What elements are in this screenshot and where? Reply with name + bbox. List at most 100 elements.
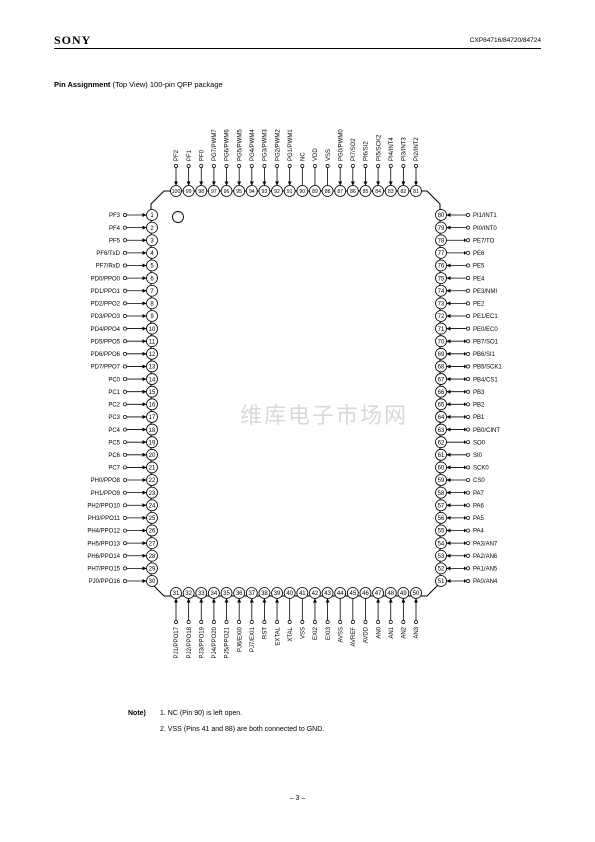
pin-number: 15: [149, 390, 156, 396]
pin-terminal: [325, 620, 330, 624]
pin-number: 75: [438, 276, 445, 282]
pin-arrow-out: [464, 440, 467, 445]
pin-number: 9: [150, 314, 154, 320]
pin-number: 61: [438, 453, 445, 459]
pin-terminal: [312, 164, 317, 168]
pin-terminal: [123, 225, 127, 230]
pin-terminal: [199, 620, 204, 624]
pin-number: 81: [413, 189, 419, 195]
pin-terminal: [466, 452, 470, 457]
pin-number-circle: [321, 587, 334, 599]
pin-label: PF7/RxD: [96, 264, 121, 270]
pin-label: PA0/AN4: [473, 579, 498, 585]
pin-arrow: [262, 181, 267, 186]
pin-arrow: [388, 598, 393, 603]
pin-terminal: [287, 620, 292, 624]
pin-label: PI1/INT1: [473, 213, 497, 219]
pin-number-circle: [435, 246, 447, 259]
pin-label: PB0/CINT: [473, 428, 500, 434]
pin-arrow: [211, 598, 216, 603]
pin-number-circle: [435, 284, 447, 297]
pin-terminal: [466, 566, 470, 571]
pin-arrow-out: [464, 566, 467, 571]
pin-arrow: [142, 389, 147, 394]
pin-number-circle: [146, 423, 158, 436]
pin-number-circle: [146, 411, 158, 423]
pin-terminal: [123, 515, 127, 520]
pin-arrow: [414, 181, 418, 186]
pin-terminal: [123, 326, 127, 331]
pin1-marker: [172, 211, 184, 223]
pin-terminal: [123, 288, 127, 293]
pin-label: PC5: [108, 440, 120, 446]
pin-number: 45: [349, 591, 356, 597]
pin-terminal: [466, 541, 470, 546]
pin-terminal: [123, 528, 127, 533]
pin-arrow: [142, 351, 147, 356]
pin-label: PD6/PPO6: [91, 352, 121, 358]
pin-number: 69: [438, 352, 445, 358]
pin-terminal: [237, 620, 242, 624]
pin-number-circle: [397, 185, 410, 197]
pin-number: 37: [248, 591, 255, 597]
pin-number-circle: [146, 310, 158, 322]
pin-terminal: [224, 164, 229, 168]
pin-number: 94: [249, 189, 255, 195]
pin-label: PG5/PWM5: [237, 129, 243, 161]
pin-terminal: [401, 620, 406, 624]
pin-label: PF4: [109, 226, 121, 232]
pin-arrow: [446, 263, 451, 268]
pin-number: 70: [438, 339, 445, 345]
pin-number: 28: [149, 554, 156, 560]
pin-number: 82: [400, 189, 406, 195]
pin-number: 20: [149, 453, 156, 459]
pin-number: 23: [149, 491, 156, 497]
pin-arrow: [446, 213, 451, 217]
pin-label: PA5: [473, 516, 485, 522]
pin-label: PI5/SCK2: [376, 134, 382, 161]
pin-number: 87: [337, 189, 343, 195]
pin-arrow: [199, 181, 204, 186]
pin-terminal: [388, 620, 393, 624]
pin-label: PH2/PPO10: [87, 503, 120, 509]
pin-number: 76: [438, 264, 445, 270]
pin-number-circle: [146, 284, 158, 297]
pin-arrow: [446, 351, 451, 356]
pin-number-circle: [346, 185, 359, 197]
pin-label: PF3: [109, 213, 121, 219]
pin-arrow: [142, 339, 147, 344]
pin-label: PD7/PPO7: [91, 365, 121, 371]
pin-number-circle: [435, 448, 447, 461]
pin-number-circle: [146, 221, 158, 234]
pin-arrow: [142, 213, 147, 217]
pin-number: 24: [149, 503, 156, 509]
pin-number-circle: [435, 549, 447, 562]
pin-number-circle: [334, 185, 347, 197]
pin-label: PA1/AN5: [473, 567, 498, 573]
note-2-text: 2. VSS (Pins 41 and 88) are both connect…: [160, 726, 325, 733]
pin-label: VSS: [301, 627, 307, 639]
pin-number-circle: [309, 185, 321, 197]
pin-terminal: [466, 276, 470, 281]
pin-label: PI6/SI2: [364, 141, 370, 161]
pin-arrow-out: [464, 515, 467, 520]
pin-number-circle: [271, 587, 283, 599]
pin-arrow-out: [464, 364, 467, 369]
page-number: – 3 –: [289, 795, 306, 802]
pin-terminal: [466, 250, 470, 255]
pin-number-circle: [170, 185, 182, 197]
pin-arrow: [446, 579, 451, 583]
pin-number-circle: [146, 272, 158, 285]
